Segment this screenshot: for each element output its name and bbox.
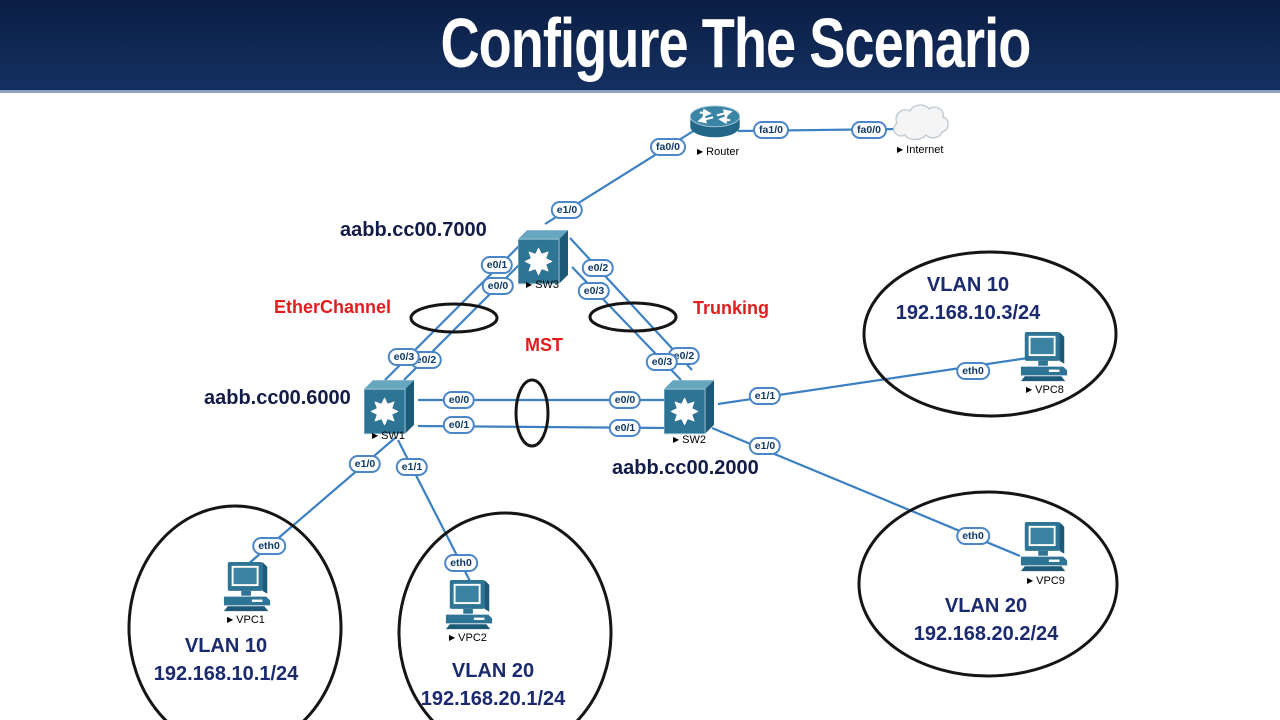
vpc1-vlan: VLAN 10 <box>184 635 268 657</box>
port-router-fa0-0: fa0/0 <box>650 138 686 156</box>
pc-vpc9-icon[interactable] <box>1018 522 1072 574</box>
vpc9-ip: 192.168.20.2/24 <box>913 623 1059 645</box>
title-banner: Configure The Scenario <box>0 0 1280 93</box>
router-label: ▶Router <box>697 146 740 158</box>
sw1-mac-label: aabb.cc00.6000 <box>204 387 351 409</box>
port-sw3-e0-2: e0/2 <box>581 259 615 277</box>
vlan10-group-vpc1 <box>127 504 343 720</box>
port-sw1-e1-1: e1/1 <box>395 458 429 476</box>
vpc1-vlan-info: VLAN 10 192.168.10.1/24 <box>154 632 299 688</box>
vpc2-ip: 192.168.20.1/24 <box>420 688 566 710</box>
pc-vpc8-icon[interactable] <box>1018 332 1072 384</box>
page-title: Configure The Scenario <box>440 4 1031 84</box>
port-router-fa1-0: fa1/0 <box>753 121 789 139</box>
vpc2-label: ▶VPC2 <box>449 632 487 644</box>
switch-sw2-icon[interactable] <box>664 376 714 438</box>
trunking-ellipse-right <box>588 301 678 333</box>
port-sw2-e1-1: e1/1 <box>748 387 782 405</box>
pc-vpc2-icon[interactable] <box>443 580 497 632</box>
port-sw1-e1-0: e1/0 <box>348 455 382 473</box>
port-sw1-e0-1: e0/1 <box>442 416 476 434</box>
port-sw1-e0-3: e0/3 <box>387 348 421 366</box>
play-marker-icon: ▶ <box>1027 576 1034 585</box>
etherchannel-ellipse-left <box>409 302 499 334</box>
pc-vpc1-icon[interactable] <box>221 562 275 614</box>
vpc8-label: ▶VPC8 <box>1026 384 1064 396</box>
port-sw1-e0-0: e0/0 <box>442 391 476 409</box>
play-marker-icon: ▶ <box>372 431 379 440</box>
vpc2-vlan: VLAN 20 <box>451 660 535 682</box>
internet-cloud-icon[interactable] <box>888 102 952 144</box>
vpc9-label: ▶VPC9 <box>1027 575 1065 587</box>
port-sw2-e0-1: e0/1 <box>608 419 642 437</box>
switch-sw1-icon[interactable] <box>364 376 414 438</box>
sw2-mac-label: aabb.cc00.2000 <box>612 457 759 479</box>
router-icon[interactable] <box>688 104 742 142</box>
etherchannel-ellipse-middle <box>514 378 550 448</box>
play-marker-icon: ▶ <box>1026 385 1033 394</box>
vpc1-ip: 192.168.10.1/24 <box>153 663 299 685</box>
port-sw3-e0-3: e0/3 <box>577 282 611 300</box>
port-sw3-e0-1: e0/1 <box>480 256 514 274</box>
vpc9-vlan-info: VLAN 20 192.168.20.2/24 <box>914 592 1059 648</box>
sw1-label: ▶SW1 <box>372 430 405 442</box>
vpc9-vlan: VLAN 20 <box>944 595 1028 617</box>
port-vpc2-eth0: eth0 <box>444 554 478 572</box>
sw2-label: ▶SW2 <box>673 434 706 446</box>
play-marker-icon: ▶ <box>673 435 680 444</box>
vlan20-group-vpc9 <box>857 490 1119 678</box>
vpc1-label: ▶VPC1 <box>227 614 265 626</box>
play-marker-icon: ▶ <box>897 145 904 154</box>
port-vpc8-eth0: eth0 <box>956 362 990 380</box>
vpc8-ip: 192.168.10.3/24 <box>895 302 1041 324</box>
play-marker-icon: ▶ <box>449 633 456 642</box>
port-sw2-e1-0: e1/0 <box>748 437 782 455</box>
port-vpc9-eth0: eth0 <box>956 527 990 545</box>
internet-label: ▶Internet <box>897 144 944 156</box>
etherchannel-annotation: EtherChannel <box>274 297 392 317</box>
port-sw3-e0-0: e0/0 <box>481 277 515 295</box>
vpc8-vlan: VLAN 10 <box>926 274 1010 296</box>
vlan10-group-vpc8 <box>862 250 1118 418</box>
port-sw2-e0-3: e0/3 <box>645 353 679 371</box>
port-sw2-e0-0: e0/0 <box>608 391 642 409</box>
mst-annotation: MST <box>525 335 563 355</box>
play-marker-icon: ▶ <box>697 147 704 156</box>
trunking-annotation: Trunking <box>693 298 769 318</box>
port-vpc1-eth0: eth0 <box>252 537 286 555</box>
play-marker-icon: ▶ <box>227 615 234 624</box>
port-sw3-e1-0: e1/0 <box>550 201 584 219</box>
vpc2-vlan-info: VLAN 20 192.168.20.1/24 <box>421 657 566 713</box>
play-marker-icon: ▶ <box>526 280 533 289</box>
port-internet-fa0-0: fa0/0 <box>851 121 887 139</box>
vpc8-vlan-info: VLAN 10 192.168.10.3/24 <box>896 271 1041 327</box>
vlan20-group-vpc2 <box>397 511 613 720</box>
sw3-label: ▶SW3 <box>526 279 559 291</box>
sw3-mac-label: aabb.cc00.7000 <box>340 219 487 241</box>
